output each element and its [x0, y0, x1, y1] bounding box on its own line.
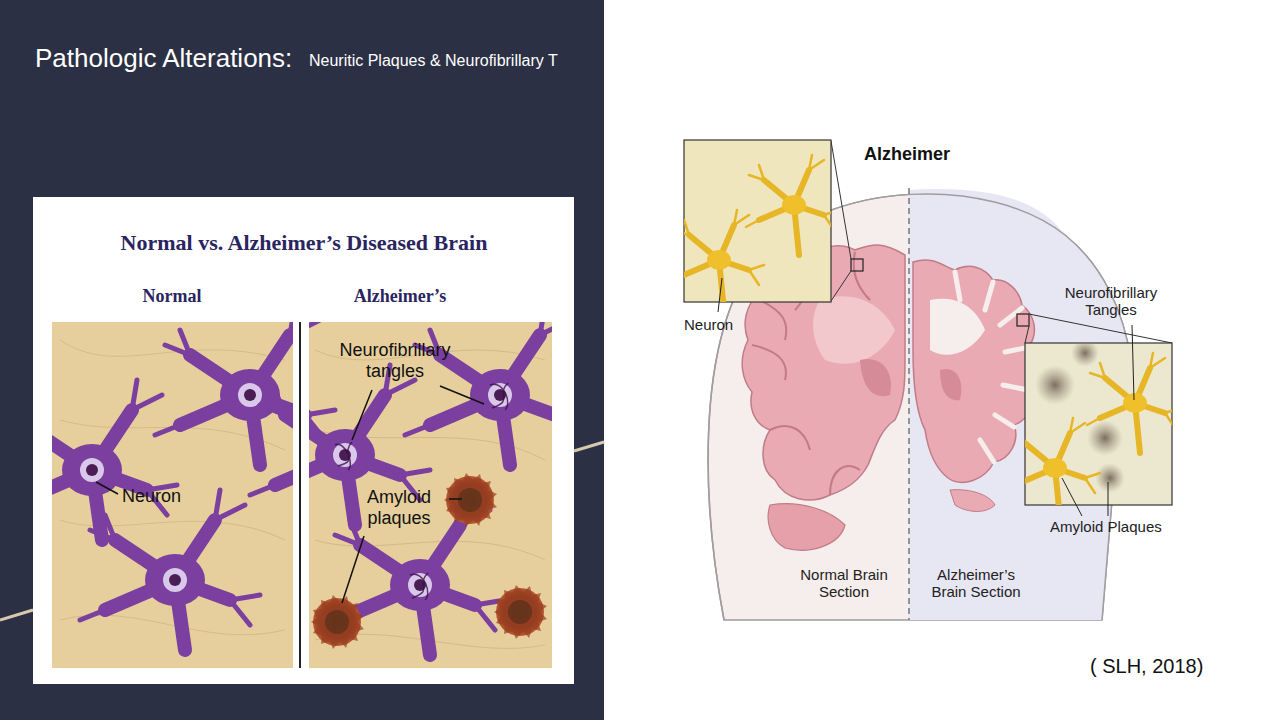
part-label: Neurofibrillary tangles [320, 340, 470, 381]
slide-title: Pathologic Alterations: [35, 44, 292, 74]
part-label: Amyloid plaques [352, 487, 446, 528]
part-label: Neurofibrillary Tangles [1046, 284, 1176, 319]
figure-heading: Alzheimer [864, 144, 950, 165]
section-label: Normal Brain Section [786, 566, 902, 601]
column-heading: Normal [112, 286, 232, 307]
part-label: Neuron [122, 486, 181, 507]
card-heading: Normal vs. Alzheimer’s Diseased Brain [60, 230, 548, 255]
slide-subtitle: Neuritic Plaques & Neurofibrillary T [309, 52, 558, 70]
part-label: Neuron [684, 316, 733, 333]
section-label: Alzheimer’s Brain Section [918, 566, 1034, 601]
citation: ( SLH, 2018) [1090, 655, 1203, 678]
part-label: Amyloid Plaques [1050, 518, 1162, 535]
column-heading: Alzheimer’s [330, 286, 470, 307]
